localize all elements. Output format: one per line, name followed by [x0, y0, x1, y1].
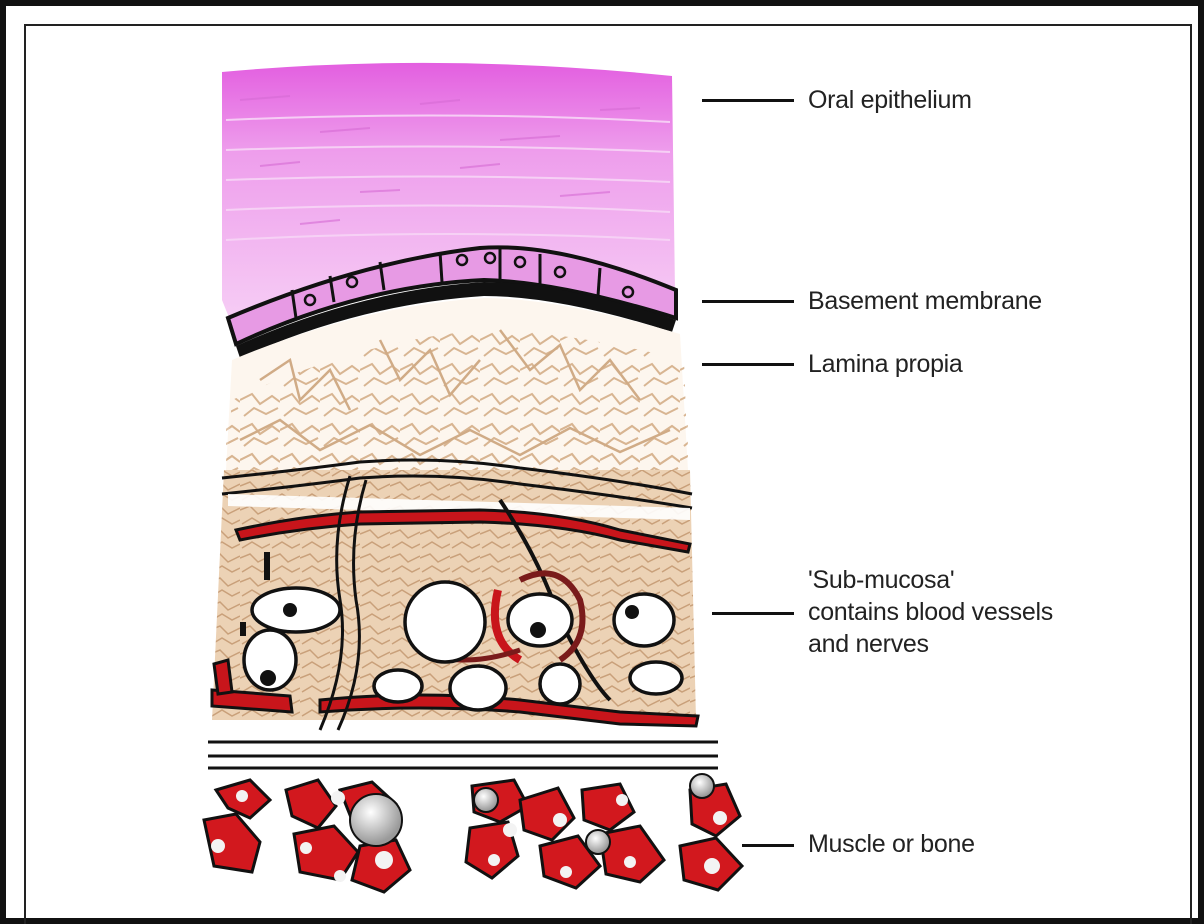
label-muscle-or-bone: Muscle or bone [808, 828, 975, 860]
leader-line-muscle-or-bone [742, 844, 794, 847]
leader-line-lamina-propia [702, 363, 794, 366]
label-submucosa-line-1: 'Sub-mucosa' [808, 564, 1168, 596]
leader-line-basement-membrane [702, 300, 794, 303]
label-basement-membrane: Basement membrane [808, 285, 1042, 317]
leader-line-submucosa [712, 612, 794, 615]
label-submucosa: 'Sub-mucosa' contains blood vessels and … [808, 564, 1168, 660]
muscle-or-bone-layer [204, 774, 742, 892]
label-oral-epithelium: Oral epithelium [808, 84, 972, 116]
label-submucosa-line-3: and nerves [808, 628, 1168, 660]
submucosa-layer [208, 460, 718, 768]
label-lamina-propia: Lamina propia [808, 348, 963, 380]
leader-line-oral-epithelium [702, 99, 794, 102]
label-submucosa-line-2: contains blood vessels [808, 596, 1168, 628]
